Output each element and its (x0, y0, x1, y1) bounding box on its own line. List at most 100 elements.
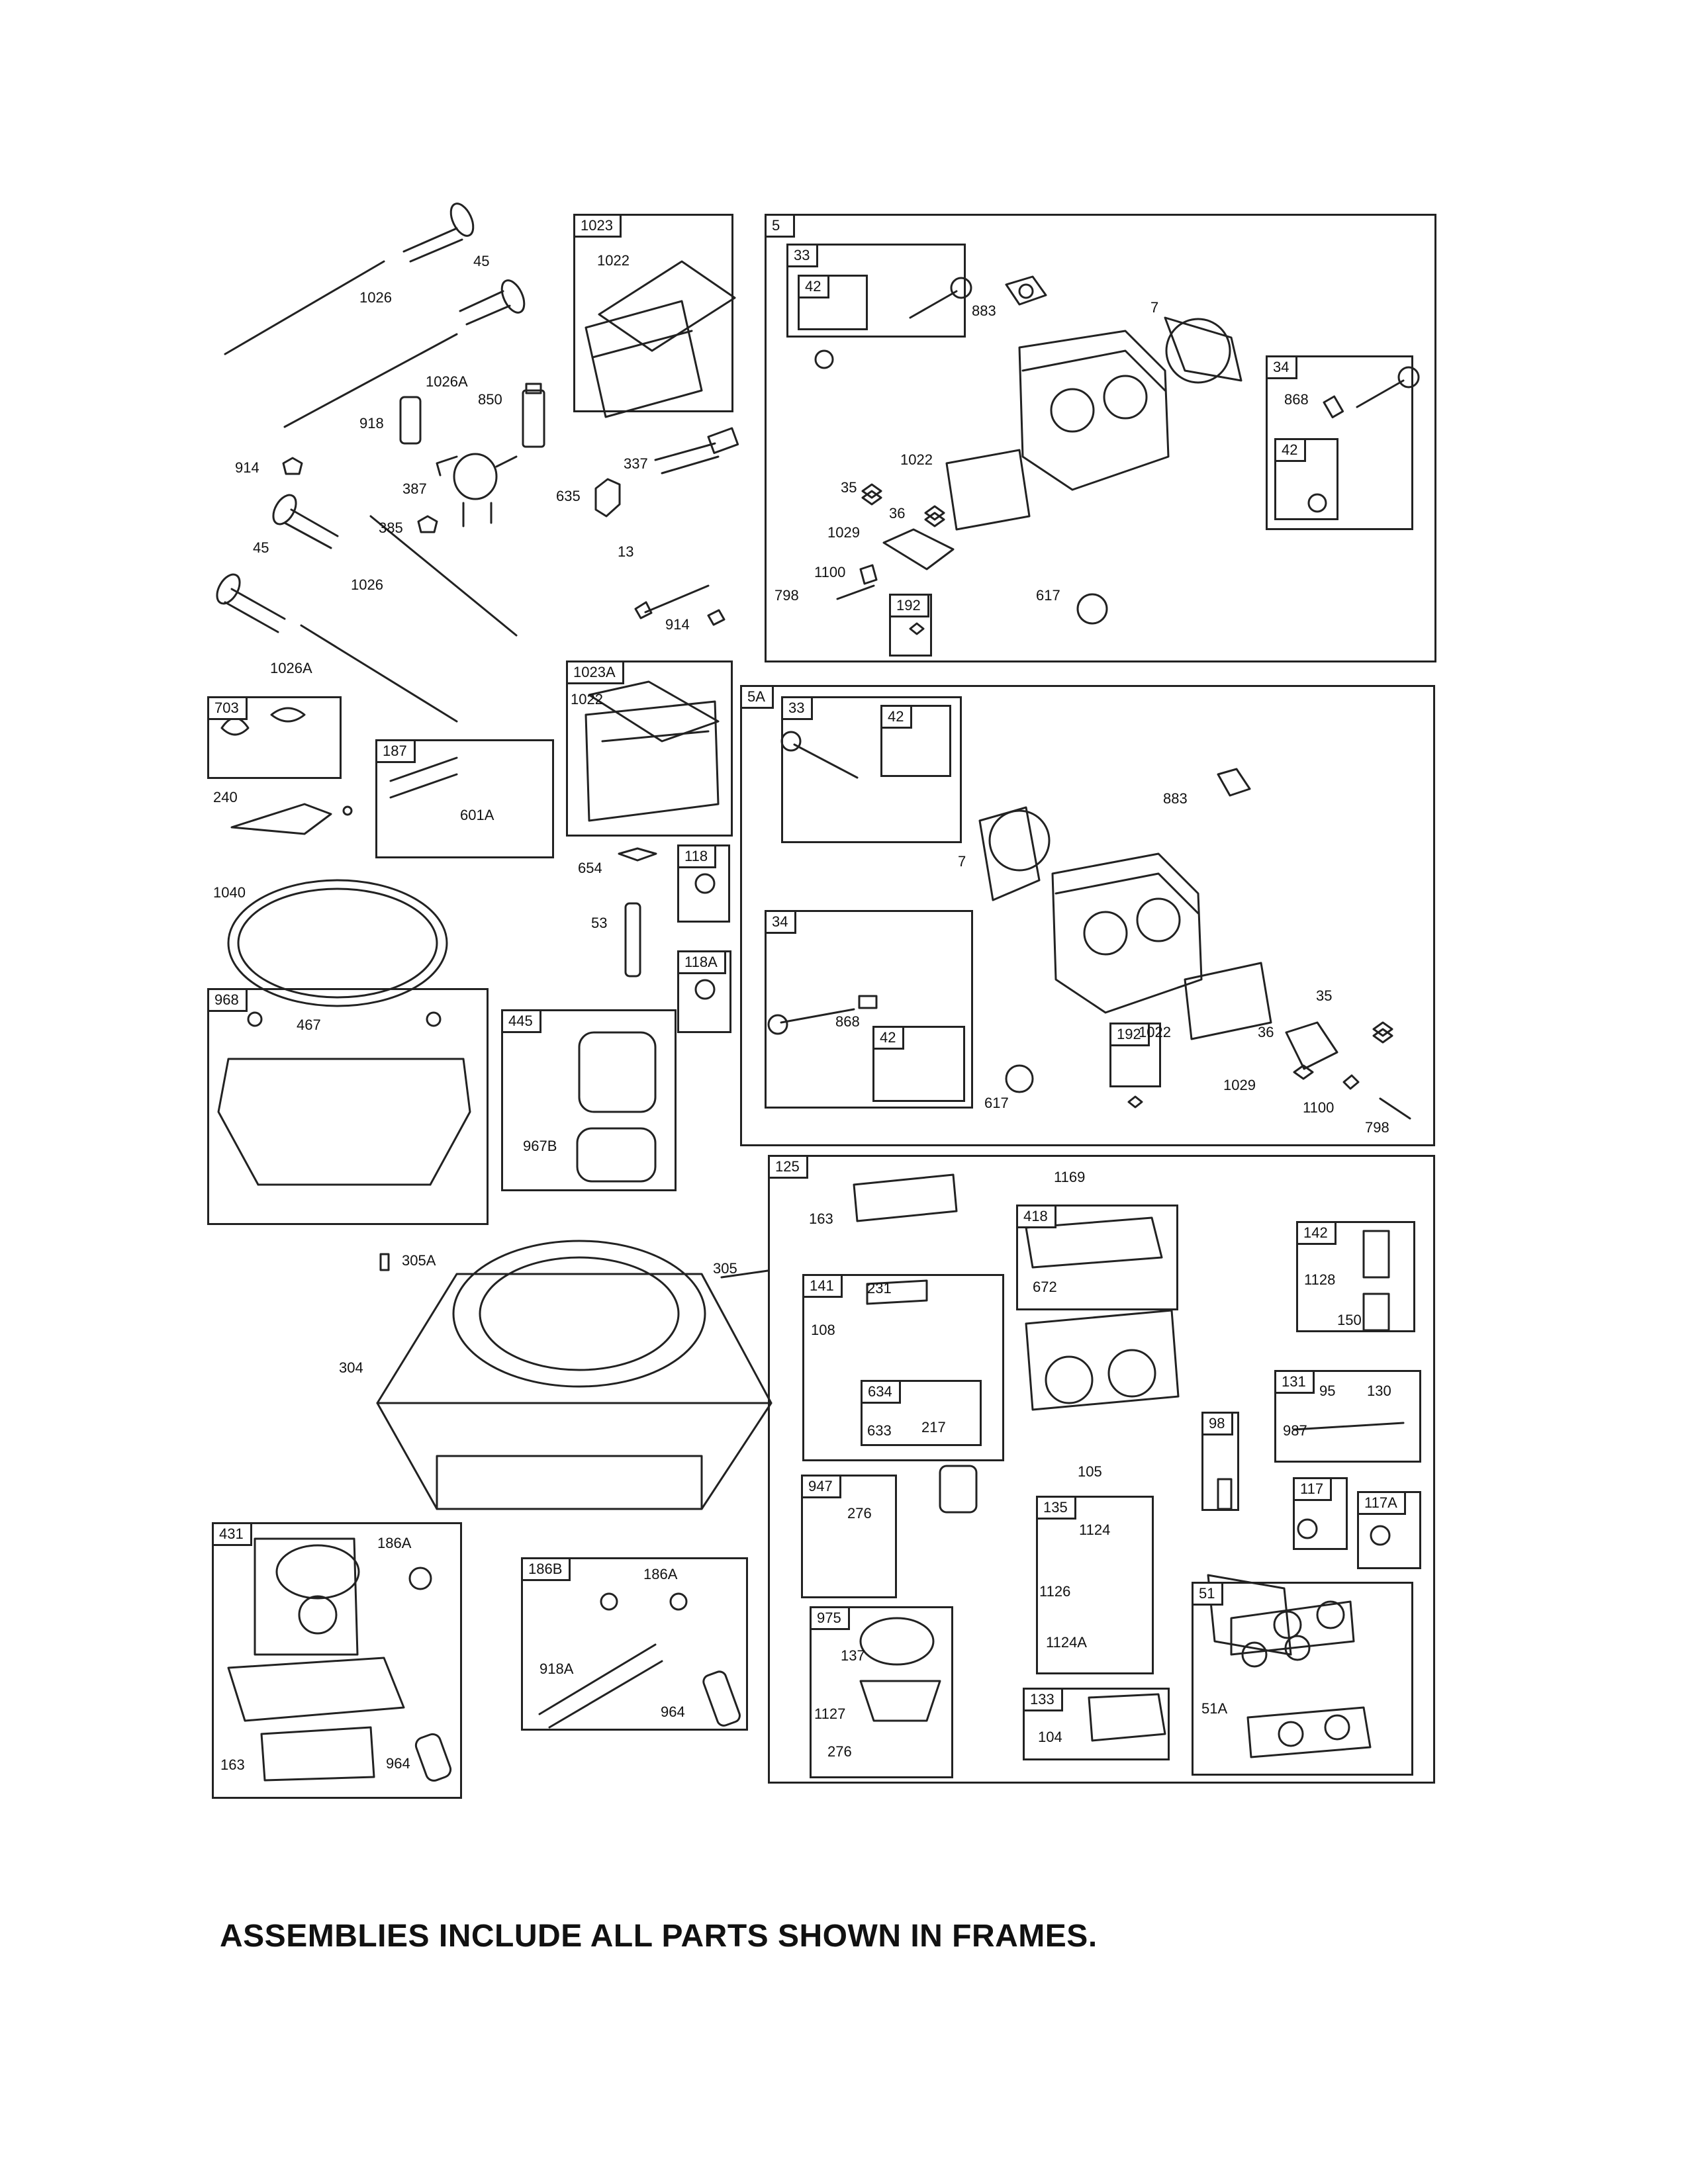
frame-975: 975 (810, 1606, 953, 1778)
frame-192: 192 (1109, 1023, 1161, 1087)
frame-98: 98 (1201, 1412, 1239, 1511)
part-label: 104 (1038, 1729, 1062, 1745)
frame-tag: 51 (1194, 1584, 1224, 1606)
frame-tag: 418 (1018, 1206, 1056, 1228)
part-label: 633 (867, 1422, 892, 1439)
part-label: 1100 (814, 564, 846, 580)
part-label: 53 (591, 915, 608, 931)
frame-tag: 33 (783, 698, 814, 720)
part-label: 51A (1201, 1700, 1228, 1717)
part-label: 798 (774, 587, 799, 604)
part-label: 1126 (1039, 1583, 1071, 1600)
frame-tag: 34 (1268, 357, 1298, 379)
part-label: 231 (867, 1280, 892, 1297)
frame-118: 118 (677, 844, 730, 923)
frame-42: 42 (872, 1026, 965, 1102)
part-label: 1026A (426, 373, 468, 390)
valve-cover-1023a (585, 680, 720, 822)
frame-133: 133 (1023, 1688, 1170, 1760)
part-label: 276 (827, 1743, 852, 1760)
frame-tag: 186B (523, 1559, 571, 1581)
part-label: 36 (889, 505, 906, 522)
frame-141: 141 (802, 1274, 1004, 1461)
frame-33: 33 (781, 696, 962, 843)
frame-34: 34 (1266, 355, 1413, 530)
tappet-45-upper (402, 203, 526, 326)
frame-tag: 192 (891, 596, 929, 617)
frame-tag: 1023 (575, 216, 622, 238)
frame-tag: 117A (1359, 1493, 1406, 1515)
part-label: 240 (213, 789, 238, 805)
frame-tag: 968 (209, 990, 248, 1012)
part-label: 1026 (351, 576, 383, 593)
frame-117a: 117A (1357, 1491, 1421, 1569)
part-label: 130 (1367, 1383, 1391, 1399)
pushrod-1026-upper (224, 260, 385, 355)
part-label: 7 (958, 853, 966, 870)
part-label: 35 (1316, 987, 1333, 1004)
part-label: 105 (1078, 1463, 1102, 1480)
part-label: 964 (661, 1704, 685, 1720)
part-label: 617 (1036, 587, 1060, 604)
blower-housing-304 (376, 1240, 773, 1510)
frame-tag: 5 (767, 216, 795, 238)
frame-tag: 118A (679, 952, 726, 974)
part-label: 7 (1150, 299, 1159, 316)
part-label: 1127 (814, 1706, 846, 1722)
frame-192: 192 (889, 594, 932, 657)
frame-431: 431 (212, 1522, 462, 1799)
frame-tag: 42 (800, 277, 830, 298)
frame-tag: 131 (1276, 1372, 1315, 1394)
part-label: 601A (460, 807, 494, 823)
part-label: 45 (473, 253, 490, 269)
frame-51: 51 (1192, 1582, 1413, 1776)
valve-cover-1023 (585, 260, 736, 418)
part-label: 1040 (213, 884, 246, 901)
frame-tag: 33 (788, 246, 819, 267)
part-label: 276 (847, 1505, 872, 1522)
part-label: 1026A (270, 660, 312, 676)
part-label: 217 (921, 1419, 946, 1435)
part-label: 387 (402, 480, 427, 497)
part-label: 137 (841, 1647, 865, 1664)
part-label: 964 (386, 1755, 410, 1772)
frame-tag: 445 (503, 1011, 541, 1033)
frame-5a: 5A (740, 685, 1435, 1146)
part-label: 883 (1163, 790, 1188, 807)
tappet-45-lower (216, 494, 339, 633)
frame-947: 947 (801, 1475, 897, 1598)
part-label: 850 (478, 391, 502, 408)
part-label: 918A (539, 1661, 574, 1677)
frame-187: 187 (375, 739, 554, 858)
frame-tag: 703 (209, 698, 248, 720)
frame-tag: 118 (679, 846, 717, 868)
part-label: 868 (1284, 391, 1309, 408)
cylinder-head-5 (814, 275, 1420, 635)
part-label: 36 (1258, 1024, 1274, 1040)
frame-tag: 34 (767, 912, 797, 934)
part-label: 617 (984, 1095, 1009, 1111)
part-label: 1100 (1303, 1099, 1335, 1116)
frame-tag: 133 (1025, 1690, 1063, 1711)
part-label: 95 (1319, 1383, 1336, 1399)
part-label: 1169 (1054, 1169, 1086, 1185)
part-label: 918 (359, 415, 384, 432)
frame-tag: 192 (1111, 1024, 1150, 1046)
part-label: 163 (220, 1756, 245, 1773)
part-label: 186A (377, 1535, 412, 1551)
frame-135: 135 (1036, 1496, 1154, 1674)
part-label: 1026 (359, 289, 392, 306)
frame-tag: 42 (882, 707, 913, 729)
part-label: 108 (811, 1322, 835, 1338)
part-label: 186A (643, 1566, 678, 1582)
frame-tag: 5A (742, 687, 774, 709)
part-label: 654 (578, 860, 602, 876)
part-label: 914 (665, 616, 690, 633)
frame-1023a: 1023A (566, 660, 733, 837)
frame-445: 445 (501, 1009, 677, 1191)
frame-tag: 142 (1298, 1223, 1336, 1245)
frame-tag: 117 (1295, 1479, 1333, 1501)
assemblies-note: ASSEMBLIES INCLUDE ALL PARTS SHOWN IN FR… (220, 1919, 1098, 1954)
